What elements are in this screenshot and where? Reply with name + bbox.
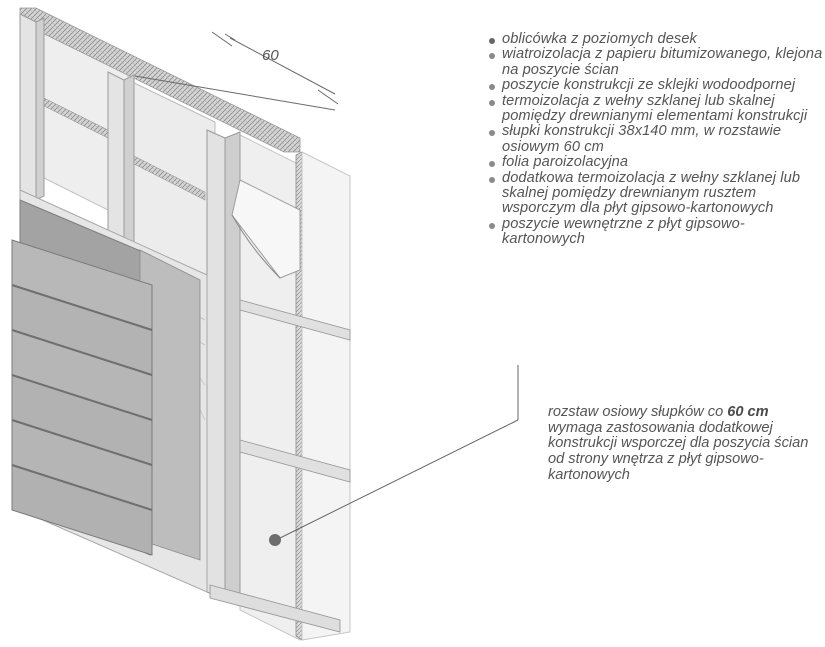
vapor-foil bbox=[231, 179, 301, 279]
interior-board bbox=[301, 151, 351, 641]
legend-item-siding: oblicówka z poziomych desek bbox=[480, 31, 825, 47]
legend-item-wind-barrier: wiatroizolacja z papieru bitumizowanego,… bbox=[480, 47, 825, 78]
legend-item-insulation: termoizolacja z wełny szklanej lub skaln… bbox=[480, 92, 825, 125]
siding-boards bbox=[11, 239, 153, 556]
note-text-after: wymaga zastosowania dodatkowej konstrukc… bbox=[548, 419, 809, 483]
component-legend: oblicówka z poziomych desek wiatroizolac… bbox=[480, 31, 825, 248]
bullet-icon bbox=[489, 161, 495, 168]
legend-text: folia paroizolacyjna bbox=[502, 154, 629, 171]
bullet-icon bbox=[489, 84, 495, 91]
legend-text: oblicówka z poziomych desek bbox=[502, 31, 697, 47]
legend-text: poszycie wewnętrzne z płyt gipsowo-karto… bbox=[502, 215, 745, 248]
support-battens bbox=[209, 299, 351, 633]
legend-text: termoizolacja z wełny szklanej lub skaln… bbox=[502, 92, 808, 125]
legend-item-plywood: poszycie konstrukcji ze sklejki wodoodpo… bbox=[480, 78, 825, 93]
bullet-icon bbox=[489, 222, 495, 229]
note-text-before: rozstaw osiowy słupków co bbox=[548, 404, 728, 420]
legend-item-extra-insulation: dodatkowa termoizolacja z wełny szklanej… bbox=[480, 169, 825, 217]
legend-text: słupki konstrukcji 38x140 mm, w rozstawi… bbox=[502, 123, 782, 155]
legend-text: dodatkowa termoizolacja z wełny szklanej… bbox=[502, 169, 801, 217]
legend-item-gypsum-board: poszycie wewnętrzne z płyt gipsowo-karto… bbox=[480, 215, 825, 248]
bullet-icon bbox=[489, 176, 495, 183]
bullet-icon bbox=[489, 99, 495, 106]
studs bbox=[19, 13, 303, 641]
bullet-icon bbox=[489, 38, 495, 44]
dimension-line bbox=[134, 31, 339, 111]
legend-text: poszycie konstrukcji ze sklejki wodoodpo… bbox=[502, 77, 796, 94]
legend-text: wiatroizolacja z papieru bitumizowanego,… bbox=[502, 46, 823, 78]
legend-item-studs: słupki konstrukcji 38x140 mm, w rozstawi… bbox=[480, 124, 825, 155]
dimension-label: 60 bbox=[262, 47, 279, 64]
note-text-bold: 60 cm bbox=[727, 404, 769, 420]
legend-item-vapor-foil: folia paroizolacyjna bbox=[480, 155, 825, 170]
note-leader bbox=[269, 365, 519, 546]
spacing-note: rozstaw osiowy słupków co 60 cm wymaga z… bbox=[548, 404, 818, 484]
bullet-icon bbox=[489, 130, 495, 137]
bullet-icon bbox=[489, 53, 495, 60]
